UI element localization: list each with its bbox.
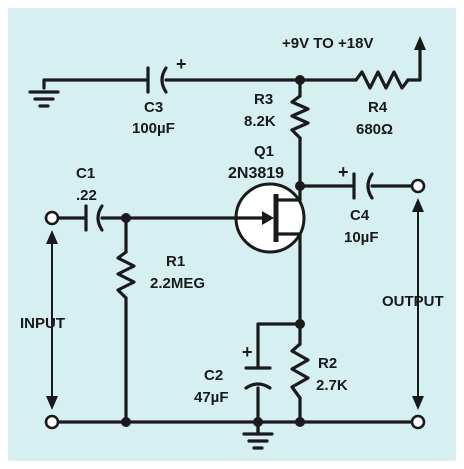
c4-ref-label: C4 — [350, 207, 370, 224]
r2-value-label: 2.7K — [316, 377, 348, 394]
output-label: OUTPUT — [382, 293, 444, 310]
resistor-r4-symbol — [354, 70, 410, 90]
supply-arrow-icon — [414, 36, 426, 50]
output-terminal-bottom — [410, 414, 426, 430]
r3-value-label: 8.2K — [244, 113, 276, 130]
junction-dot — [295, 319, 305, 329]
wire-c2-branch — [256, 322, 302, 434]
junction-dot — [295, 181, 305, 191]
junction-dot — [295, 417, 305, 427]
r3-ref-label: R3 — [254, 91, 273, 108]
input-terminal-bottom — [44, 414, 60, 430]
capacitor-c4-symbol — [352, 172, 374, 200]
wire-top-rail — [42, 78, 358, 90]
ground-icon — [28, 90, 60, 108]
resistor-r1-symbol — [116, 250, 136, 300]
r4-value-label: 680Ω — [356, 121, 393, 138]
c3-value-label: 100µF — [132, 120, 175, 137]
r1-value-label: 2.2MEG — [150, 275, 205, 292]
junction-dot — [295, 75, 305, 85]
c2-value-label: 47µF — [194, 389, 229, 406]
junction-dot — [121, 213, 131, 223]
wire-supply — [406, 42, 422, 82]
schematic-panel — [8, 8, 456, 461]
r1-ref-label: R1 — [166, 253, 185, 270]
capacitor-c2-symbol — [244, 366, 272, 390]
r4-ref-label: R4 — [368, 99, 388, 116]
r2-ref-label: R2 — [318, 355, 337, 372]
capacitor-c1-symbol — [84, 204, 104, 232]
c4-plus-mark: + — [338, 162, 349, 182]
input-label: INPUT — [20, 315, 65, 332]
c1-value-label: .22 — [76, 187, 97, 204]
ground-icon — [242, 420, 274, 450]
c1-ref-label: C1 — [76, 165, 95, 182]
c2-plus-mark: + — [242, 342, 253, 362]
c2-ref-label: C2 — [204, 367, 223, 384]
q1-ref-label: Q1 — [254, 143, 274, 160]
input-terminal-top — [44, 210, 60, 226]
capacitor-c3-symbol — [146, 66, 168, 94]
supply-label: +9V TO +18V — [282, 35, 373, 52]
jfet-q1-symbol — [234, 182, 306, 254]
c3-ref-label: C3 — [144, 99, 163, 116]
output-arrow-icon — [412, 198, 424, 410]
c4-value-label: 10µF — [344, 229, 379, 246]
output-terminal-top — [410, 178, 426, 194]
c3-plus-mark: + — [176, 54, 187, 74]
input-arrow-icon — [46, 230, 58, 410]
resistor-r2-symbol — [290, 342, 310, 400]
q1-part-label: 2N3819 — [228, 165, 284, 182]
junction-dot — [121, 417, 131, 427]
resistor-r3-symbol — [290, 94, 310, 140]
